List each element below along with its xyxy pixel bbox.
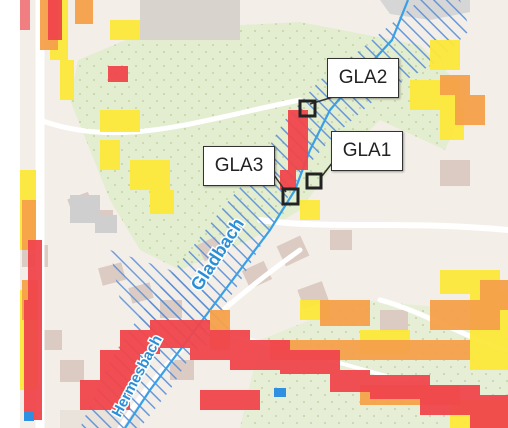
station-label-text: GLA2 bbox=[338, 67, 388, 88]
station-label-gla2[interactable]: GLA2 bbox=[327, 58, 399, 98]
water-point-marker-2 bbox=[24, 412, 34, 421]
station-marker-gla2[interactable] bbox=[298, 99, 317, 118]
station-marker-gla1[interactable] bbox=[305, 172, 323, 190]
station-label-gla1[interactable]: GLA1 bbox=[331, 131, 403, 171]
station-marker-gla3[interactable] bbox=[281, 187, 300, 206]
water-point-marker bbox=[274, 388, 286, 397]
map-edge bbox=[0, 0, 20, 428]
hazard-high bbox=[20, 0, 508, 428]
station-label-gla3[interactable]: GLA3 bbox=[203, 146, 275, 186]
building-top bbox=[140, 0, 240, 40]
station-label-text: GLA1 bbox=[342, 140, 392, 161]
buildings-grey bbox=[70, 195, 117, 233]
station-label-text: GLA3 bbox=[214, 155, 264, 176]
